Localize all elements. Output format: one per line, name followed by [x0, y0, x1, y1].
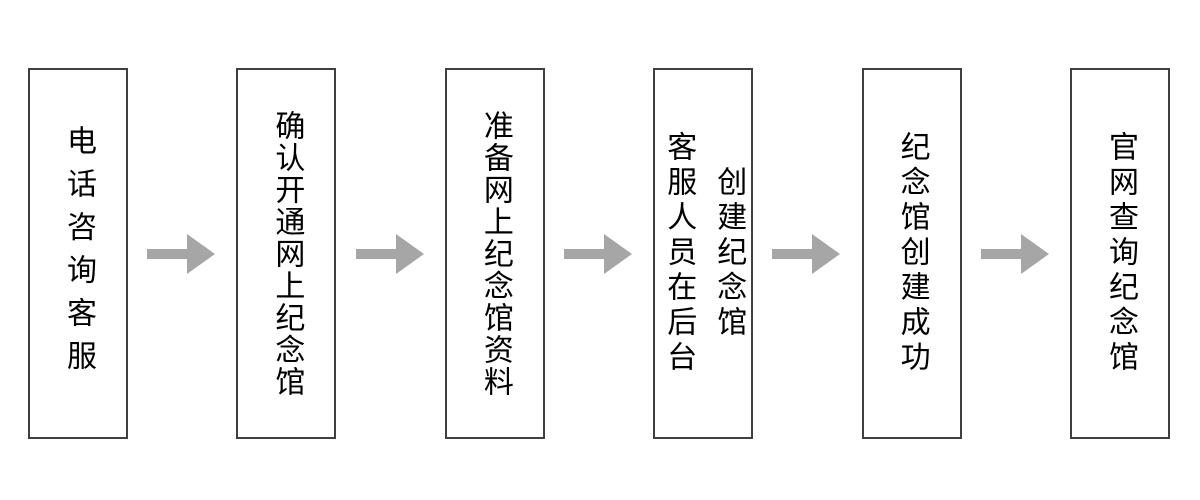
flow-step-3: 准备网上纪念馆资料 [444, 68, 545, 439]
flow-step-4: 客服人员在后台创建纪念馆 [653, 68, 754, 439]
arrow-right-icon [147, 233, 216, 274]
flow-step-1-line-1: 电话咨询客服 [62, 124, 95, 383]
flow-step-1-label: 电话咨询客服 [53, 125, 103, 383]
arrow-cell-1 [128, 68, 236, 439]
flow-step-3-label: 准备网上纪念馆资料 [470, 110, 520, 398]
flow-step-1: 电话咨询客服 [28, 68, 128, 439]
arrow-right-shape [564, 233, 633, 274]
arrow-right-shape [772, 233, 841, 274]
arrow-right-shape [980, 233, 1049, 274]
flow-step-4-line-1: 客服人员在后台 [662, 131, 696, 376]
arrow-right-icon [772, 233, 841, 274]
arrow-right-icon [355, 233, 424, 274]
flow-step-3-line-1: 准备网上纪念馆资料 [478, 109, 512, 398]
arrow-cell-2 [336, 68, 444, 439]
arrow-right-shape [355, 233, 424, 274]
flow-step-2-line-1: 确认开通网上纪念馆 [270, 109, 304, 398]
flow-step-5-label: 纪念馆创建成功 [887, 131, 937, 376]
arrow-cell-4 [753, 68, 861, 439]
flow-step-2: 确认开通网上纪念馆 [236, 68, 337, 439]
flow-step-5-line-1: 纪念馆创建成功 [895, 131, 929, 376]
flowchart-row: 电话咨询客服 确认开通网上纪念馆 准备网上纪念馆资料 客服人员在后台创建纪念馆 [28, 68, 1171, 439]
arrow-cell-5 [962, 68, 1070, 439]
flow-step-4-line-2: 创建纪念馆 [712, 166, 746, 341]
flow-step-4-label: 客服人员在后台创建纪念馆 [653, 131, 753, 376]
flow-step-6-label: 官网查询纪念馆 [1095, 131, 1145, 376]
flow-step-5: 纪念馆创建成功 [861, 68, 962, 439]
flow-step-2-label: 确认开通网上纪念馆 [261, 110, 311, 398]
arrow-right-icon [980, 233, 1049, 274]
flow-step-6: 官网查询纪念馆 [1070, 68, 1171, 439]
arrow-right-icon [564, 233, 633, 274]
arrow-cell-3 [545, 68, 653, 439]
flow-step-6-line-1: 官网查询纪念馆 [1104, 131, 1138, 376]
arrow-right-shape [147, 233, 216, 274]
